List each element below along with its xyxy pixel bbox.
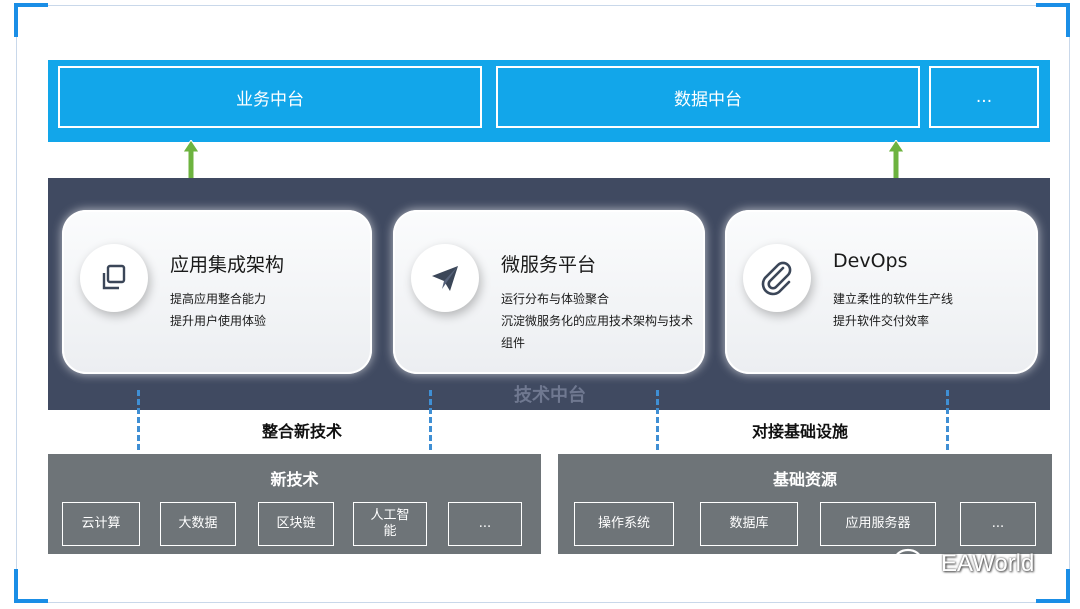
infrastructure-item: 应用服务器 — [820, 502, 936, 546]
corner-mark-br — [1036, 599, 1070, 603]
new-tech-item-label: 人工智能 — [370, 508, 410, 539]
card-description: 提高应用整合能力 提升用户使用体验 — [170, 288, 366, 332]
infrastructure-item-label: ... — [991, 516, 1005, 531]
new-tech-item-label: 云计算 — [81, 516, 121, 531]
infrastructure-band — [558, 454, 1052, 554]
corner-mark-tr — [1036, 3, 1070, 7]
infrastructure-item-label: 数据库 — [729, 516, 769, 531]
paperclip-icon — [761, 261, 792, 296]
card-line: 提高应用整合能力 — [170, 292, 267, 306]
new-tech-title: 新技术 — [270, 470, 319, 489]
copy-icon — [102, 264, 126, 290]
watermark: EAWorld — [893, 546, 1034, 582]
card-microservice: 微服务平台 运行分布与体验聚合 沉淀微服务化的应用技术架构与技术组件 — [393, 210, 705, 374]
connect-infrastructure-label: 对接基础设施 — [752, 422, 849, 441]
card-line: 沉淀微服务化的应用技术架构与技术组件 — [501, 314, 694, 350]
watermark-text: EAWorld — [941, 550, 1035, 577]
more-platform-box: ... — [929, 66, 1039, 128]
infrastructure-item: 数据库 — [700, 502, 798, 546]
new-tech-item: 人工智能 — [353, 502, 427, 546]
tech-platform-label: 技术中台 — [514, 385, 586, 406]
new-tech-item-label: 区块链 — [276, 516, 316, 531]
new-tech-item: 大数据 — [160, 502, 236, 546]
up-arrow-left — [183, 140, 199, 180]
new-tech-band — [48, 454, 541, 554]
dashed-connector — [137, 390, 140, 450]
dashed-connector — [946, 390, 949, 450]
card-title: 应用集成架构 — [170, 254, 285, 276]
dashed-connector — [656, 390, 659, 450]
corner-mark-bl-v — [14, 569, 18, 603]
slide-frame — [16, 5, 1070, 603]
card-line: 提升软件交付效率 — [833, 314, 930, 328]
corner-mark-br-v — [1066, 569, 1070, 603]
card-icon-circle — [743, 244, 811, 312]
corner-mark-bl — [14, 599, 48, 603]
new-tech-item: ... — [448, 502, 522, 546]
new-tech-item-label: ... — [478, 516, 492, 531]
business-platform-label: 业务中台 — [236, 89, 304, 110]
paper-plane-icon — [432, 266, 458, 291]
infrastructure-item-label: 操作系统 — [597, 516, 650, 531]
new-tech-item: 云计算 — [62, 502, 140, 546]
up-arrow-right — [888, 140, 904, 180]
infrastructure-item: ... — [960, 502, 1036, 546]
card-icon-circle — [80, 244, 148, 312]
corner-mark-tl-v — [14, 3, 18, 37]
card-description: 运行分布与体验聚合 沉淀微服务化的应用技术架构与技术组件 — [501, 288, 697, 354]
infrastructure-item: 操作系统 — [574, 502, 674, 546]
dashed-connector — [429, 390, 432, 450]
card-line: 提升用户使用体验 — [170, 314, 267, 328]
corner-mark-tr-v — [1066, 3, 1070, 37]
card-devops: DevOps 建立柔性的软件生产线 提升软件交付效率 — [725, 210, 1038, 374]
business-platform-box: 业务中台 — [58, 66, 482, 128]
card-app-integration: 应用集成架构 提高应用整合能力 提升用户使用体验 — [62, 210, 372, 374]
card-title: DevOps — [833, 250, 908, 272]
card-title: 微服务平台 — [501, 254, 597, 276]
corner-mark-tl — [14, 3, 48, 7]
card-line: 运行分布与体验聚合 — [501, 292, 610, 306]
top-platform-band — [48, 60, 1050, 142]
infrastructure-title: 基础资源 — [772, 470, 837, 489]
wechat-icon — [893, 548, 932, 578]
card-line: 建立柔性的软件生产线 — [833, 292, 954, 306]
card-icon-circle — [411, 244, 479, 312]
new-tech-item-label: 大数据 — [178, 516, 218, 531]
card-description: 建立柔性的软件生产线 提升软件交付效率 — [833, 288, 1029, 332]
data-platform-label: 数据中台 — [674, 89, 742, 110]
data-platform-box: 数据中台 — [496, 66, 920, 128]
new-tech-item: 区块链 — [258, 502, 334, 546]
more-platform-label: ... — [975, 87, 993, 107]
integrate-new-tech-label: 整合新技术 — [262, 422, 343, 441]
infrastructure-item-label: 应用服务器 — [845, 516, 911, 531]
